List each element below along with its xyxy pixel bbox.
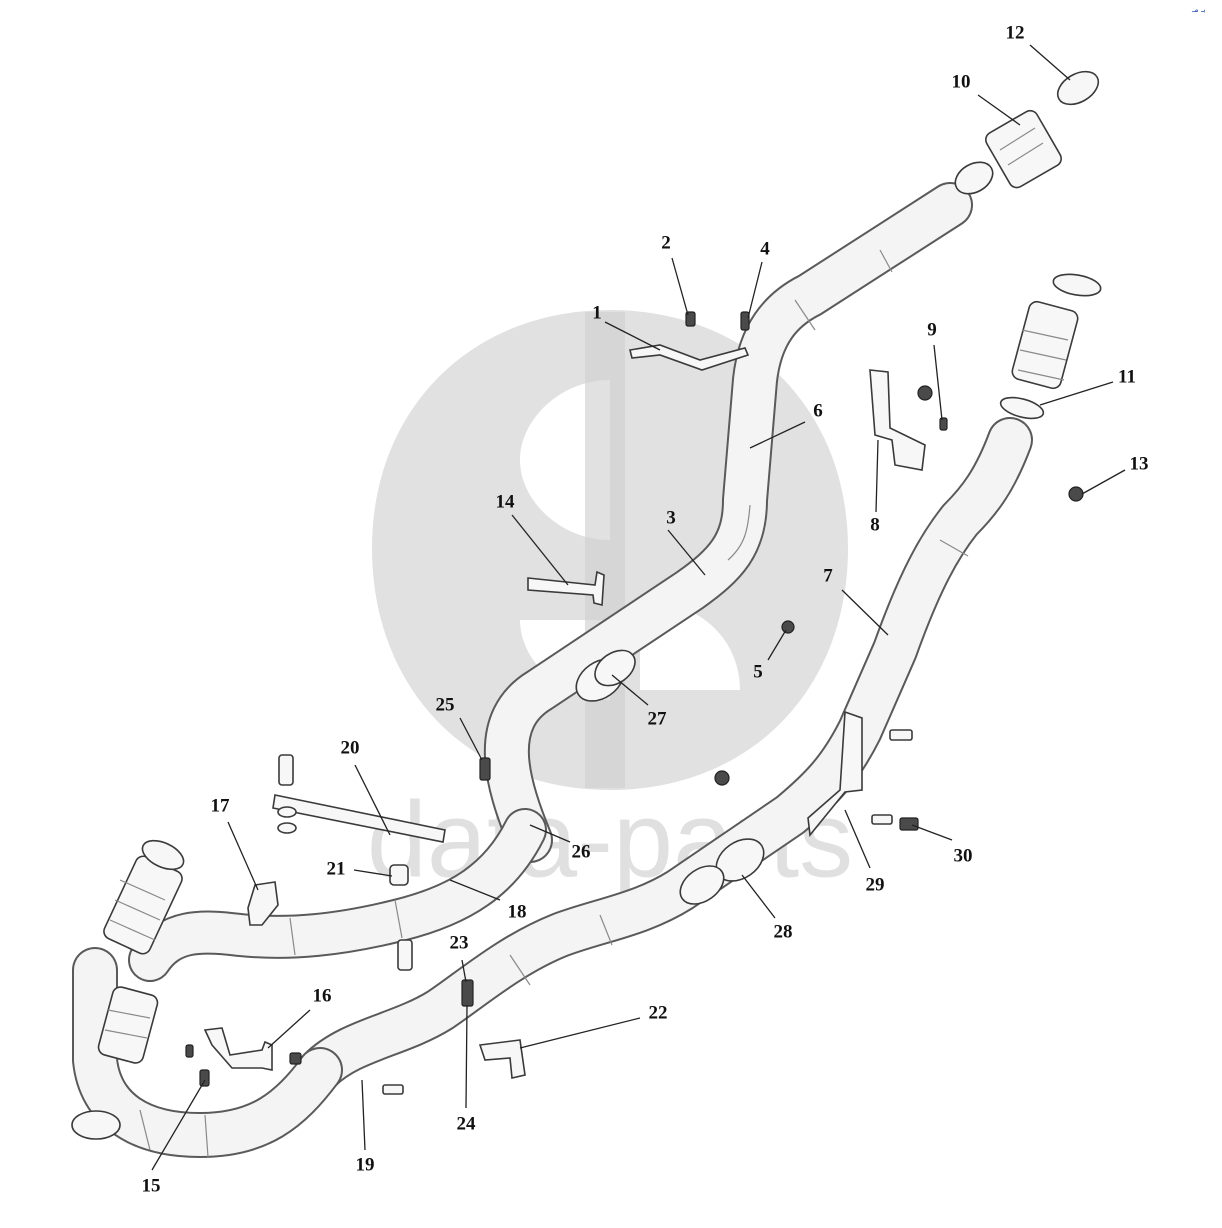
callout-6: 6 xyxy=(813,400,823,421)
bracket-17 xyxy=(247,881,279,926)
bracket-20 xyxy=(272,794,446,843)
bolt-30a xyxy=(899,817,919,831)
callout-5: 5 xyxy=(753,661,763,682)
coupling-27 xyxy=(575,649,636,702)
bracket-29 xyxy=(807,710,863,837)
callout-3: 3 xyxy=(666,507,676,528)
bolt-2 xyxy=(685,311,696,327)
callout-15: 15 xyxy=(142,1175,161,1196)
pipe-lower-left xyxy=(72,947,343,1158)
callout-28: 28 xyxy=(774,921,793,942)
bolt-15b xyxy=(185,1044,194,1058)
nut-5 xyxy=(781,620,795,634)
callout-4: 4 xyxy=(760,238,770,259)
hose-10 xyxy=(954,109,1062,195)
callout-18: 18 xyxy=(508,901,527,922)
bracket-1 xyxy=(629,344,750,371)
nut-16 xyxy=(289,1052,302,1065)
callout-10: 10 xyxy=(952,71,971,92)
callout-25: 25 xyxy=(436,694,455,715)
coupling-28 xyxy=(679,838,765,905)
bracket-22 xyxy=(478,1039,526,1079)
callout-8: 8 xyxy=(870,514,880,535)
washer-20a xyxy=(277,806,297,818)
corner-mark: بـ مـ xyxy=(1191,5,1206,14)
callout-7: 7 xyxy=(823,565,833,586)
callout-16: 16 xyxy=(313,985,332,1006)
bolt-30b xyxy=(889,729,913,741)
callout-21: 21 xyxy=(327,858,346,879)
fasteners xyxy=(185,311,1084,1095)
pipe-upper xyxy=(483,182,973,863)
hose-left-lower xyxy=(97,986,159,1064)
bracket-8 xyxy=(869,369,926,471)
callout-2: 2 xyxy=(661,232,671,253)
pipe-middle xyxy=(128,808,547,982)
callout-13: 13 xyxy=(1130,453,1149,474)
callouts: 1 2 3 4 5 6 7 8 9 10 11 12 13 14 15 16 1… xyxy=(142,22,1149,1196)
bolt-15 xyxy=(199,1069,210,1087)
bolt-19 xyxy=(382,1084,404,1095)
callout-24: 24 xyxy=(457,1113,477,1134)
clamp-12-ring xyxy=(1056,70,1100,106)
bolt-24 xyxy=(461,979,474,1007)
bracket-14 xyxy=(527,570,605,607)
callout-30: 30 xyxy=(954,845,973,866)
hose-11 xyxy=(999,273,1102,420)
callout-22: 22 xyxy=(649,1002,668,1023)
bolt-25 xyxy=(479,757,491,781)
callout-23: 23 xyxy=(450,932,469,953)
bolt-23 xyxy=(397,939,413,971)
callout-19: 19 xyxy=(356,1154,375,1175)
callout-1: 1 xyxy=(592,302,602,323)
washer-20b xyxy=(277,822,297,834)
bolt-30c xyxy=(871,814,893,825)
nut-9 xyxy=(917,385,933,401)
callout-20: 20 xyxy=(341,737,360,758)
leader-lines xyxy=(151,44,1126,1171)
bracket-16 xyxy=(203,1027,273,1071)
callout-14: 14 xyxy=(496,491,516,512)
bolt-4 xyxy=(740,311,750,331)
nut-13 xyxy=(1068,486,1084,502)
callout-29: 29 xyxy=(866,874,885,895)
clamp-15-ring xyxy=(71,1110,121,1140)
watermark-logo-bar xyxy=(585,312,625,788)
callout-27: 27 xyxy=(648,708,668,729)
callout-26: 26 xyxy=(572,841,591,862)
nut-misc xyxy=(714,770,730,786)
bolt-21 xyxy=(389,864,409,886)
bolt-20 xyxy=(278,754,294,786)
callout-12: 12 xyxy=(1006,22,1025,43)
callout-17: 17 xyxy=(211,795,231,816)
callout-9: 9 xyxy=(927,319,937,340)
callout-11: 11 xyxy=(1118,366,1136,387)
hose-left-upper xyxy=(103,839,185,955)
bolt-9 xyxy=(939,417,948,431)
